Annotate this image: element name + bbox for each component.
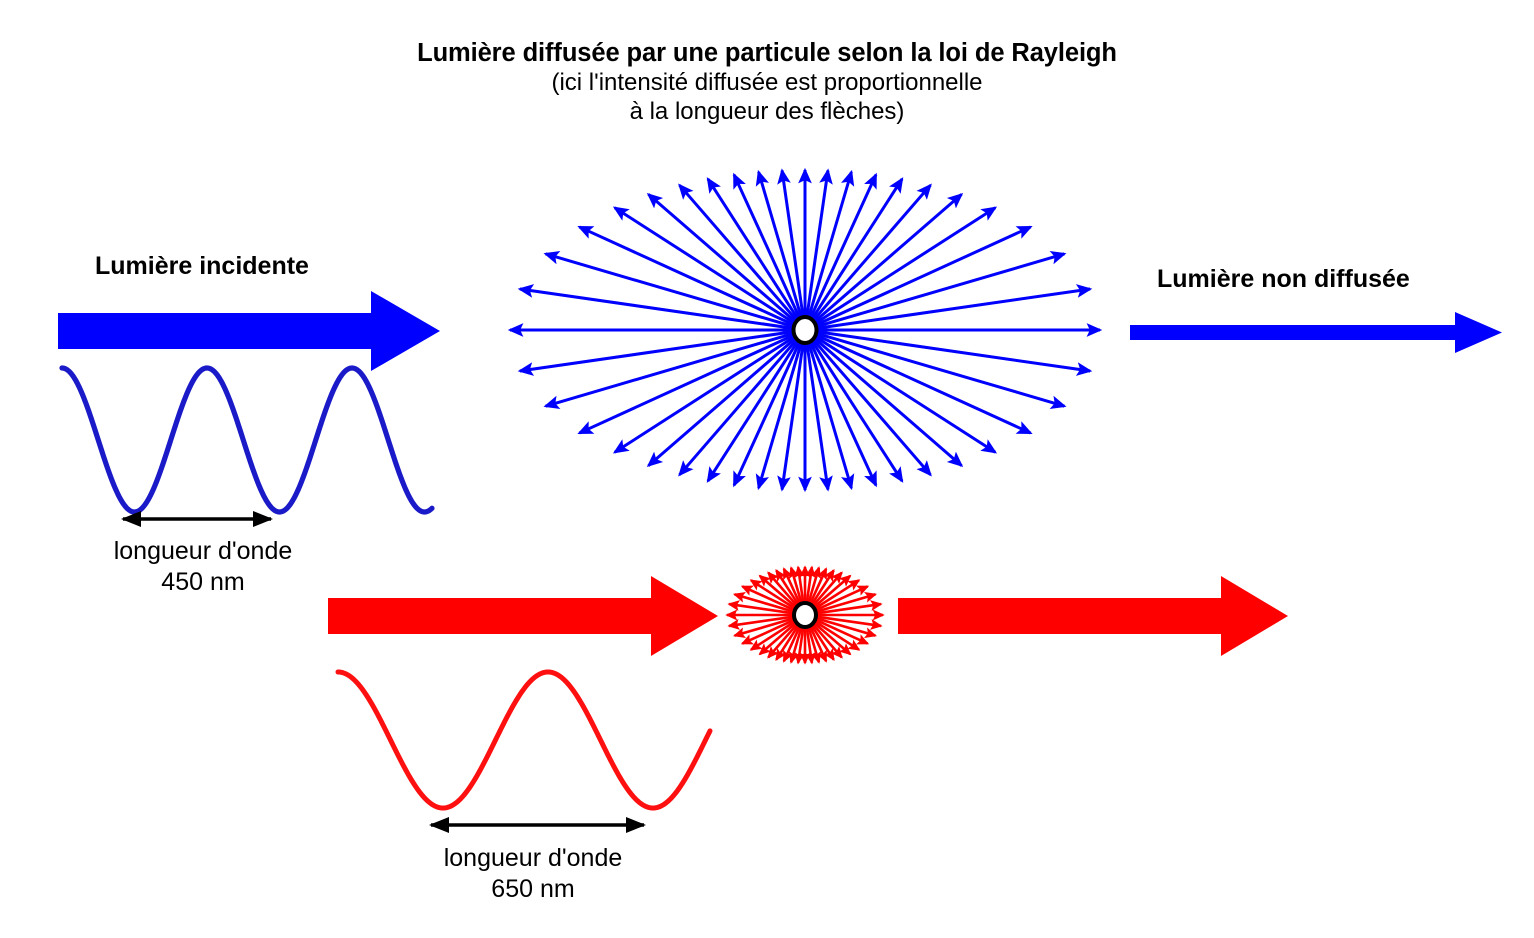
scatter-arrow [808, 621, 835, 662]
scatter-arrow [807, 337, 878, 488]
scatter-arrow [813, 616, 878, 639]
scatter-arrow [755, 338, 804, 491]
scatter-arrow [811, 333, 998, 454]
blue-transmitted-arrow [1130, 312, 1502, 353]
scatter-arrow [804, 623, 816, 665]
scatter-arrow [758, 619, 800, 656]
scatter-arrow [813, 284, 1093, 331]
scatter-arrow [612, 333, 799, 454]
scatter-arrow [806, 338, 855, 491]
non-scattered-light-label: Lumière non diffusée [1157, 265, 1410, 293]
scatter-arrow [727, 600, 797, 616]
scatter-arrow [678, 183, 801, 325]
red-wavelength-label: longueur d'onde 650 nm [388, 843, 678, 906]
scatter-arrow [808, 336, 904, 483]
scatter-arrow [732, 337, 803, 488]
scatter-arrow [517, 284, 797, 331]
red-scattering-burst [725, 565, 885, 665]
red-incident-arrow [328, 576, 718, 656]
scatter-arrow [807, 622, 828, 663]
blue-wavelength-label: longueur d'onde 450 nm [58, 536, 348, 599]
scatter-arrow [809, 183, 932, 325]
scatter-arrow [543, 331, 797, 409]
blue-wavelength-value: 450 nm [161, 568, 245, 597]
scatter-arrow [808, 177, 904, 324]
scatter-arrow [767, 571, 801, 610]
scatter-arrow [812, 585, 870, 613]
scatter-arrow [612, 206, 799, 327]
scatter-arrow [810, 619, 852, 656]
scatter-arrow [777, 338, 806, 492]
blue-incident-arrow [58, 291, 440, 371]
scatter-arrow [810, 192, 964, 326]
scatter-arrow [806, 623, 822, 664]
scatter-arrow [806, 169, 855, 322]
red-particle [792, 601, 818, 629]
scatter-arrow [732, 616, 797, 639]
red-wave [335, 669, 713, 811]
scatter-arrow [811, 579, 861, 612]
blue-wavelength-caption: longueur d'onde [113, 537, 293, 565]
scatter-arrow [706, 177, 802, 324]
scatter-arrow [543, 251, 797, 329]
scatter-arrow [810, 574, 852, 611]
scatter-arrow [727, 614, 797, 630]
scatter-arrow [740, 617, 798, 645]
scatter-arrow [775, 621, 802, 662]
scatter-arrow [755, 169, 804, 322]
scatter-arrow [813, 329, 1093, 376]
scatter-arrow [808, 568, 835, 609]
blue-particle [791, 315, 819, 345]
scatter-arrow [646, 334, 800, 468]
scatter-arrow [517, 329, 797, 376]
scatter-arrow [732, 591, 797, 614]
scatter-arrow [812, 332, 1033, 435]
scatter-arrow [749, 618, 799, 651]
scatter-arrow [812, 225, 1033, 328]
red-wavelength-caption: longueur d'onde [443, 844, 623, 872]
scatter-arrow [813, 331, 1067, 409]
scatter-arrow [646, 192, 800, 326]
blue-scattering-burst [507, 167, 1103, 493]
blue-wave [59, 365, 435, 515]
red-transmitted-arrow [898, 576, 1288, 656]
scatter-arrow [782, 567, 803, 608]
scatter-arrow [767, 620, 801, 659]
scatter-arrow [577, 332, 798, 435]
scatter-arrow [732, 172, 803, 323]
scatter-arrow [810, 334, 964, 468]
red-wavelength-value: 650 nm [491, 875, 575, 904]
incident-light-label: Lumière incidente [95, 252, 309, 280]
scatter-arrow [813, 591, 878, 614]
scatter-arrow [794, 565, 806, 607]
scatter-arrow [813, 614, 883, 630]
scatter-arrow [577, 225, 798, 328]
scatter-arrow [807, 567, 828, 608]
scatter-arrow [807, 172, 878, 323]
scatter-arrow [782, 622, 803, 663]
scatter-arrow [777, 168, 806, 322]
scatter-arrow [740, 585, 798, 613]
scatter-arrow [706, 336, 802, 483]
scatter-arrow [809, 571, 843, 610]
scatter-arrow [813, 251, 1067, 329]
scatter-arrow [758, 574, 800, 611]
scatter-arrow [809, 620, 843, 659]
scatter-arrow [809, 335, 932, 477]
scatter-arrow [811, 206, 998, 327]
scatter-arrow [788, 566, 804, 607]
scatter-arrow [812, 617, 870, 645]
scatter-arrow [678, 335, 801, 477]
scatter-arrow [804, 168, 833, 322]
scatter-arrow [775, 568, 802, 609]
scatter-arrow [804, 338, 833, 492]
scatter-arrow [813, 600, 883, 616]
